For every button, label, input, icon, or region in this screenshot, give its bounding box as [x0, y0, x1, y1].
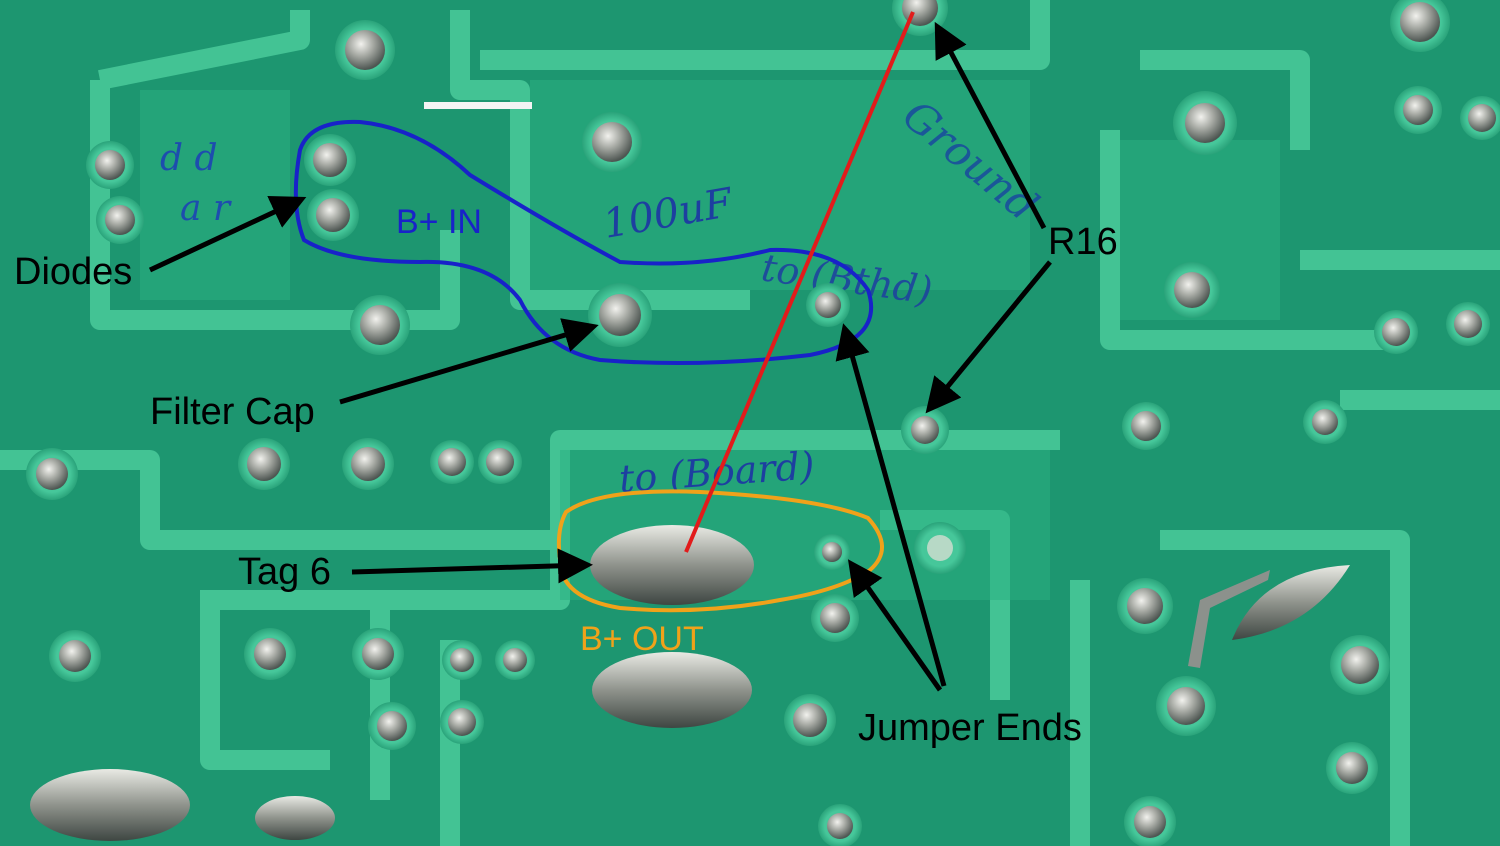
solder-joint: [350, 295, 410, 355]
solder-joint: [1390, 0, 1450, 52]
solder-joint: [582, 112, 642, 172]
jumper-wire: [684, 11, 915, 553]
solder-joint: [1394, 86, 1442, 134]
solder-joint: [352, 628, 404, 680]
solder-joints: [26, 0, 1500, 846]
solder-joint: [784, 694, 836, 746]
solder-joint: [811, 594, 859, 642]
solder-joint: [49, 630, 101, 682]
solder-joint: [818, 804, 862, 846]
arrow-diodes: [148, 195, 307, 273]
solder-joint: [1374, 310, 1418, 354]
solder-joint: [307, 189, 359, 241]
solder-joint: [304, 134, 356, 186]
label-r16: R16: [1048, 221, 1118, 263]
solder-joint: [495, 640, 535, 680]
solder-joint: [478, 440, 522, 484]
solder-joint: [430, 440, 474, 484]
label-tag6: Tag 6: [238, 551, 331, 593]
solder-joint: [335, 20, 395, 80]
solder-joint: [588, 283, 652, 347]
label-b-out: B+ OUT: [580, 620, 704, 658]
solder-joint: [1446, 302, 1490, 346]
arrow-r16-top: [934, 21, 1047, 230]
handwriting-diode-mark: d d: [160, 138, 218, 179]
label-diodes: Diodes: [14, 251, 132, 293]
solder-joint: [96, 196, 144, 244]
solder-joint: [806, 283, 850, 327]
solder-joint: [1124, 796, 1176, 846]
solder-joint: [26, 448, 78, 500]
solder-joint: [86, 141, 134, 189]
solder-blob: [255, 796, 335, 840]
solder-joint: [1173, 91, 1237, 155]
label-b-in: B+ IN: [396, 203, 482, 241]
solder-blob: [592, 652, 752, 728]
arrow-jumper-top: [835, 323, 947, 687]
solder-blob: [30, 769, 190, 841]
solder-joint: [368, 702, 416, 750]
solder-joint: [238, 438, 290, 490]
solder-joint: [901, 406, 949, 454]
solder-joint: [914, 522, 966, 574]
solder-joint: [1330, 635, 1390, 695]
handwriting-diode-mark-2: a r: [180, 188, 232, 229]
solder-blob-tag6: [590, 525, 754, 605]
solder-joint: [244, 628, 296, 680]
solder-joint: [1460, 96, 1500, 140]
label-jumper-ends: Jumper Ends: [858, 707, 1082, 749]
solder-joint: [440, 700, 484, 744]
solder-joint: [1164, 262, 1220, 318]
solder-joint: [442, 640, 482, 680]
arrow-r16-bottom: [925, 260, 1052, 414]
arrow-tag6: [351, 548, 593, 584]
component-lead: [1188, 570, 1270, 668]
solder-joint: [1303, 400, 1347, 444]
label-filter-cap: Filter Cap: [150, 391, 315, 433]
solder-joint: [342, 438, 394, 490]
annotation-labels: Diodes Filter Cap Tag 6 R16 Jumper Ends …: [14, 203, 1118, 749]
white-mark: [424, 102, 532, 109]
annotation-arrows: [148, 21, 1052, 692]
solder-joint: [1326, 742, 1378, 794]
solder-blob-lead: [1232, 565, 1350, 640]
solder-joint: [1122, 402, 1170, 450]
arrow-filter-cap: [339, 318, 599, 405]
solder-joint: [814, 534, 850, 570]
solder-joint: [1156, 676, 1216, 736]
solder-joint: [1117, 578, 1173, 634]
arrow-jumper-bottom: [847, 559, 943, 692]
